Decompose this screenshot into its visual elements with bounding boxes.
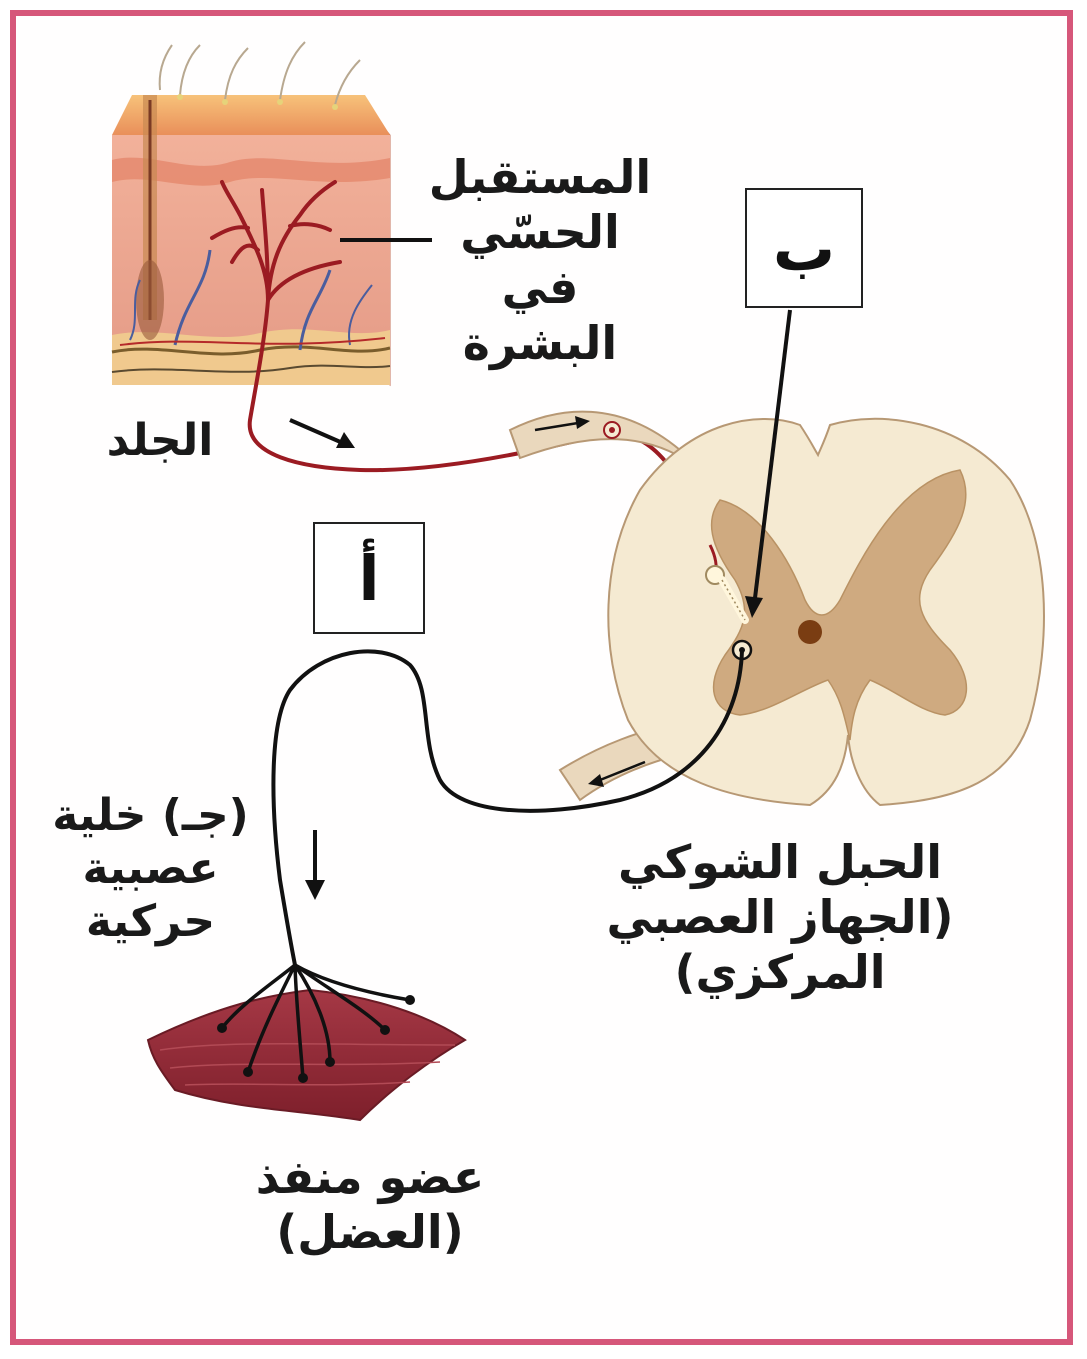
cord-label-line1: الحبل الشوكي (580, 835, 980, 890)
receptor-label-line2: الحسّي في (420, 205, 660, 315)
cord-label-line2: (الجهاز العصبي (580, 890, 980, 945)
skin-label: الجلد (80, 415, 240, 468)
motor-direction-arrow (305, 830, 325, 900)
motor-label-line3: حركية (28, 896, 273, 949)
receptor-label-line3: البشرة (420, 316, 660, 371)
motor-neuron-label: (جـ) خلية عصبية حركية (28, 790, 273, 948)
muscle-effector (148, 990, 465, 1120)
effector-label: عضو منفذ (العضل) (220, 1150, 520, 1260)
box-a: أ (313, 522, 425, 634)
box-b: ب (745, 188, 863, 308)
spinal-cord-label: الحبل الشوكي (الجهاز العصبي المركزي) (580, 835, 980, 1001)
spinal-cord (510, 412, 1044, 805)
sensory-ganglion-cell (604, 422, 620, 438)
box-b-text: ب (773, 212, 835, 285)
cord-label-line3: المركزي) (580, 945, 980, 1000)
receptor-label: المستقبل الحسّي في البشرة (420, 150, 660, 371)
skin-block (112, 42, 390, 385)
motor-label-line1: (جـ) خلية (28, 790, 273, 843)
box-a-text: أ (358, 542, 379, 615)
sensory-direction-arrow (290, 420, 355, 448)
receptor-label-line1: المستقبل (420, 150, 660, 205)
effector-label-line2: (العضل) (220, 1205, 520, 1260)
motor-label-line2: عصبية (28, 843, 273, 896)
effector-label-line1: عضو منفذ (220, 1150, 520, 1205)
